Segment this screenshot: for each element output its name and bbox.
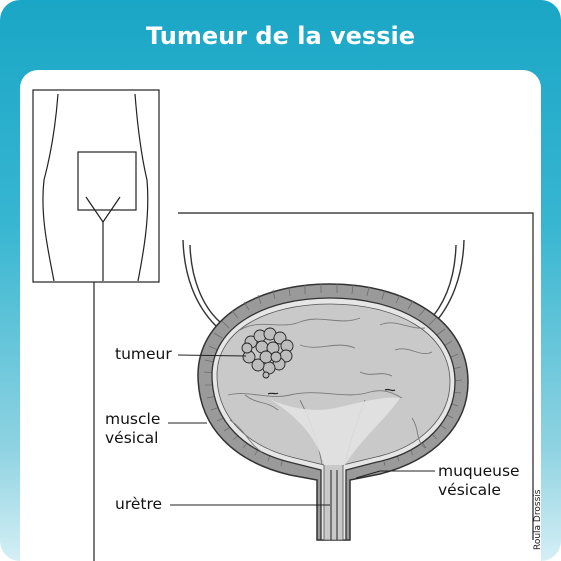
label-muscle-line1: muscle: [105, 410, 161, 428]
tumor-growth: [241, 327, 294, 379]
label-muqueuse-line2: vésicale: [438, 481, 501, 499]
body-inset: [32, 89, 160, 283]
ureter-openings: [267, 388, 396, 395]
label-tumeur: tumeur: [115, 345, 172, 363]
page-title: Tumeur de la vessie: [146, 22, 415, 50]
label-uretre: urètre: [115, 495, 163, 513]
zoom-connector: [93, 212, 534, 561]
label-muqueuse-line1: muqueuse: [438, 462, 520, 480]
trigone-region: [268, 397, 400, 465]
leader-lines: [168, 354, 435, 506]
label-muscle-line2: vésical: [105, 429, 159, 447]
illustrator-credit: Roula Drossis: [533, 489, 543, 550]
urethra: [330, 470, 338, 540]
